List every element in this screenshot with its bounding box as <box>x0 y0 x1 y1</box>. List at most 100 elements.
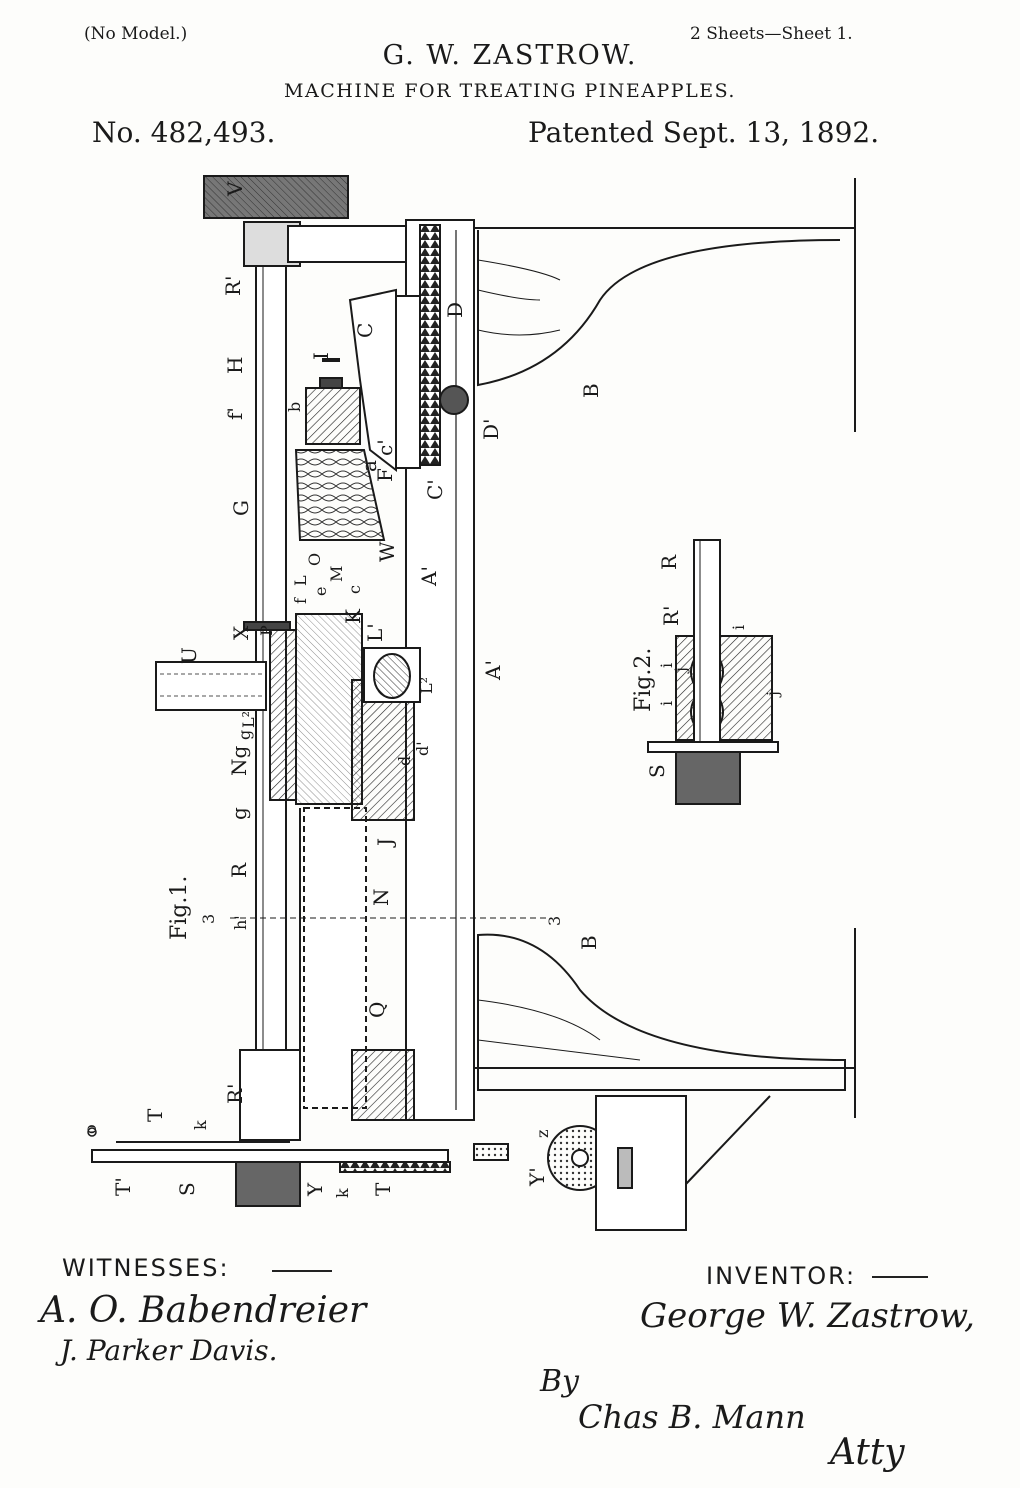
bottom-bearing <box>239 1049 301 1141</box>
disk-s <box>91 1149 449 1163</box>
label-G: G <box>229 500 253 516</box>
label-L-prime: L' <box>363 623 387 642</box>
label-Q: Q <box>365 1002 389 1018</box>
label-V: V <box>223 181 247 197</box>
label-fig2-j2: j <box>763 691 782 698</box>
drawing-labels: Fig.1. Fig.2. V R' C D I H f' b B D' G a… <box>81 181 782 1198</box>
label-M: M <box>327 566 346 582</box>
label-J: J <box>373 838 397 848</box>
label-R: R <box>227 862 251 878</box>
patent-title: MACHINE FOR TREATING PINEAPPLES. <box>284 80 736 102</box>
label-B-top: B <box>579 383 603 398</box>
label-Y: Y <box>303 1182 327 1197</box>
label-F: F <box>373 468 397 482</box>
arm-pin <box>243 621 291 631</box>
label-R-prime-top: R' <box>221 275 245 296</box>
label-3-left: 3 <box>199 914 218 924</box>
label-fig2-S: S <box>645 764 669 778</box>
pivot-o <box>87 1127 97 1137</box>
inventor-signature: George W. Zastrow, <box>640 1296 975 1336</box>
patent-number: No. 482,493. <box>92 116 276 149</box>
label-Y-prime: Y' <box>525 1167 549 1187</box>
label-C: C <box>353 323 377 338</box>
label-k-top: k <box>191 1120 210 1130</box>
core-piece <box>473 1143 509 1161</box>
label-h: h' <box>231 915 250 930</box>
label-o: o <box>81 1124 100 1134</box>
by-text: By <box>540 1364 579 1399</box>
label-e: e <box>311 587 330 596</box>
receiving-box <box>595 1095 687 1231</box>
pulley-shading <box>203 175 349 219</box>
patent-date: Patented Sept. 13, 1892. <box>528 116 880 149</box>
label-fig2-i-top: i <box>729 625 748 630</box>
label-A-prime-upper: A' <box>417 566 441 587</box>
leg-brace-bottom <box>477 933 846 1091</box>
label-d-prime: d' <box>413 741 432 756</box>
witnesses-label: WITNESSES: <box>62 1254 230 1282</box>
box-handle <box>617 1147 633 1189</box>
label-d: d <box>395 756 414 766</box>
carriage-body <box>348 288 397 473</box>
fig2-block <box>675 635 773 741</box>
label-R-prime-bottom: R' <box>223 1083 247 1104</box>
label-g-top: g <box>235 730 254 740</box>
rack-carriage <box>395 295 421 469</box>
label-fig2-j: j <box>671 667 690 674</box>
fig2-collars <box>690 659 724 725</box>
leg-brace-top <box>477 230 841 387</box>
inventor-label: INVENTOR: <box>706 1262 857 1290</box>
box-bracket <box>685 1095 771 1185</box>
leg-shading-bottom <box>477 999 641 1061</box>
label-D-prime: D' <box>479 418 503 440</box>
label-f: f <box>291 597 310 604</box>
label-fig2-i: i <box>657 663 676 668</box>
label-S: S <box>175 1182 199 1196</box>
holder-block <box>305 387 361 445</box>
toothed-disk-t <box>339 1161 451 1173</box>
label-X: X <box>229 625 253 640</box>
label-g: g <box>227 807 251 820</box>
label-fig2-R: R <box>657 554 681 570</box>
label-3-right: 3 <box>545 916 564 926</box>
label-T-prime: T' <box>111 1177 135 1196</box>
figure-1 <box>87 175 856 1231</box>
label-f-prime: f' <box>223 407 247 420</box>
cutter-wall <box>269 629 297 801</box>
label-L2-right: L² <box>417 677 436 694</box>
ring-center <box>571 1149 589 1167</box>
label-T-top: T <box>143 1108 167 1122</box>
sheet-indicator: 2 Sheets—Sheet 1. <box>690 24 853 44</box>
crank-hub <box>319 377 343 389</box>
arm <box>155 661 267 711</box>
attorney-title: Atty <box>830 1432 905 1473</box>
attorney-signature: Chas B. Mann <box>578 1398 806 1436</box>
label-D: D <box>443 302 467 318</box>
pinion-gear <box>439 385 469 415</box>
lower-block <box>351 1049 415 1121</box>
label-W: W <box>375 541 399 562</box>
witness-signature-1: A. O. Babendreier <box>40 1290 367 1331</box>
label-C-prime: C' <box>423 479 447 500</box>
witnesses-rule <box>272 1270 332 1272</box>
label-b: b <box>285 402 304 412</box>
fig2-label: Fig.2. <box>631 648 656 712</box>
bearing-bracket <box>287 225 409 263</box>
pineapple <box>294 449 386 541</box>
no-model-note: (No Model.) <box>84 24 188 44</box>
label-a: a <box>357 460 381 472</box>
label-k-bottom: k <box>333 1188 352 1198</box>
witness-signature-2: J. Parker Davis. <box>60 1334 278 1367</box>
label-N: N <box>369 889 393 907</box>
rack-gear <box>419 224 441 466</box>
label-A-prime-lower: A' <box>481 660 505 681</box>
label-I: I <box>309 352 333 360</box>
label-U: U <box>177 647 201 664</box>
fig2-disk <box>647 741 779 753</box>
fig1-label: Fig.1. <box>167 876 192 940</box>
arm-texture <box>160 673 262 697</box>
label-P: P <box>257 625 276 636</box>
leg-shading-top <box>477 259 561 336</box>
label-fig2-i2: i <box>657 701 676 706</box>
